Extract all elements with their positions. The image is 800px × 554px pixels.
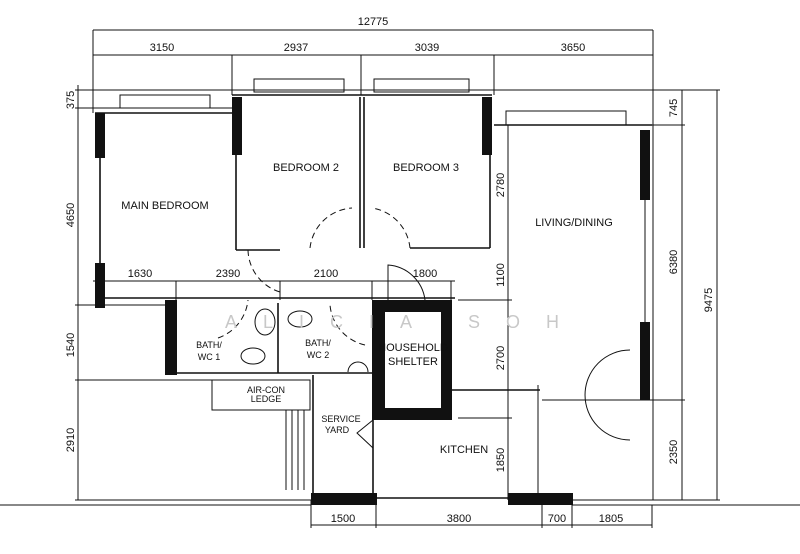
- label-main-bedroom: MAIN BEDROOM: [121, 200, 208, 212]
- label-ledge: LEDGE: [251, 394, 282, 404]
- dim-bottom-2: 3800: [447, 513, 471, 525]
- dim-left-2: 4650: [65, 203, 77, 227]
- label-yard: YARD: [325, 425, 350, 435]
- label-living-dining: LIVING/DINING: [535, 217, 613, 229]
- label-wc-2: WC 2: [307, 350, 330, 360]
- dim-bottom-1: 1500: [331, 513, 355, 525]
- walls: [95, 78, 652, 505]
- middle-dimensions: 1630 2390 2100 1800 2780 1100 2700 1850: [93, 125, 512, 500]
- label-bedroom-2: BEDROOM 2: [273, 162, 339, 174]
- label-bath-2: BATH/: [305, 338, 331, 348]
- dim-left-3: 1540: [65, 333, 77, 357]
- dim-mid-3: 2100: [314, 268, 338, 280]
- dim-mid-1: 1630: [128, 268, 152, 280]
- dim-right-3: 2350: [668, 440, 680, 464]
- dim-left-1: 375: [65, 91, 77, 109]
- watermark: ALICIA SOH: [225, 312, 585, 332]
- dim-right-2: 6380: [668, 250, 680, 274]
- dim-bottom-3: 700: [548, 513, 566, 525]
- dim-top-total: 12775: [358, 16, 389, 28]
- dim-bottom-4: 1805: [599, 513, 623, 525]
- dim-mid-4: 1800: [413, 268, 437, 280]
- dim-right-1: 745: [668, 99, 680, 117]
- dim-col-3: 2700: [495, 346, 507, 370]
- dim-left-4: 2910: [65, 428, 77, 452]
- dim-top-3: 3039: [415, 42, 439, 54]
- label-wc-1: WC 1: [198, 352, 221, 362]
- label-bedroom-3: BEDROOM 3: [393, 162, 459, 174]
- label-bath-1: BATH/: [196, 340, 222, 350]
- dim-top-1: 3150: [150, 42, 174, 54]
- label-aircon: AIR-CON: [247, 385, 285, 395]
- label-shelter: SHELTER: [388, 356, 438, 368]
- left-dimensions: 375 4650 1540 2910: [65, 85, 720, 501]
- dim-right-total: 9475: [703, 288, 715, 312]
- room-labels: MAIN BEDROOM BEDROOM 2 BEDROOM 3 LIVING/…: [121, 162, 613, 456]
- label-kitchen: KITCHEN: [440, 444, 488, 456]
- label-service: SERVICE: [321, 414, 360, 424]
- dim-col-2: 1100: [495, 263, 507, 287]
- top-dimensions: 12775 3150 2937 3039 3650: [92, 16, 654, 500]
- right-dimensions: 745 6380 2350 9475: [494, 90, 720, 501]
- dim-top-2: 2937: [284, 42, 308, 54]
- dim-col-4: 1850: [495, 448, 507, 472]
- dim-col-1: 2780: [495, 173, 507, 197]
- bottom-dimensions: 1500 3800 700 1805: [0, 500, 800, 528]
- dim-mid-2: 2390: [216, 268, 240, 280]
- label-household: HOUSEHOLD: [378, 342, 448, 354]
- dim-top-4: 3650: [561, 42, 585, 54]
